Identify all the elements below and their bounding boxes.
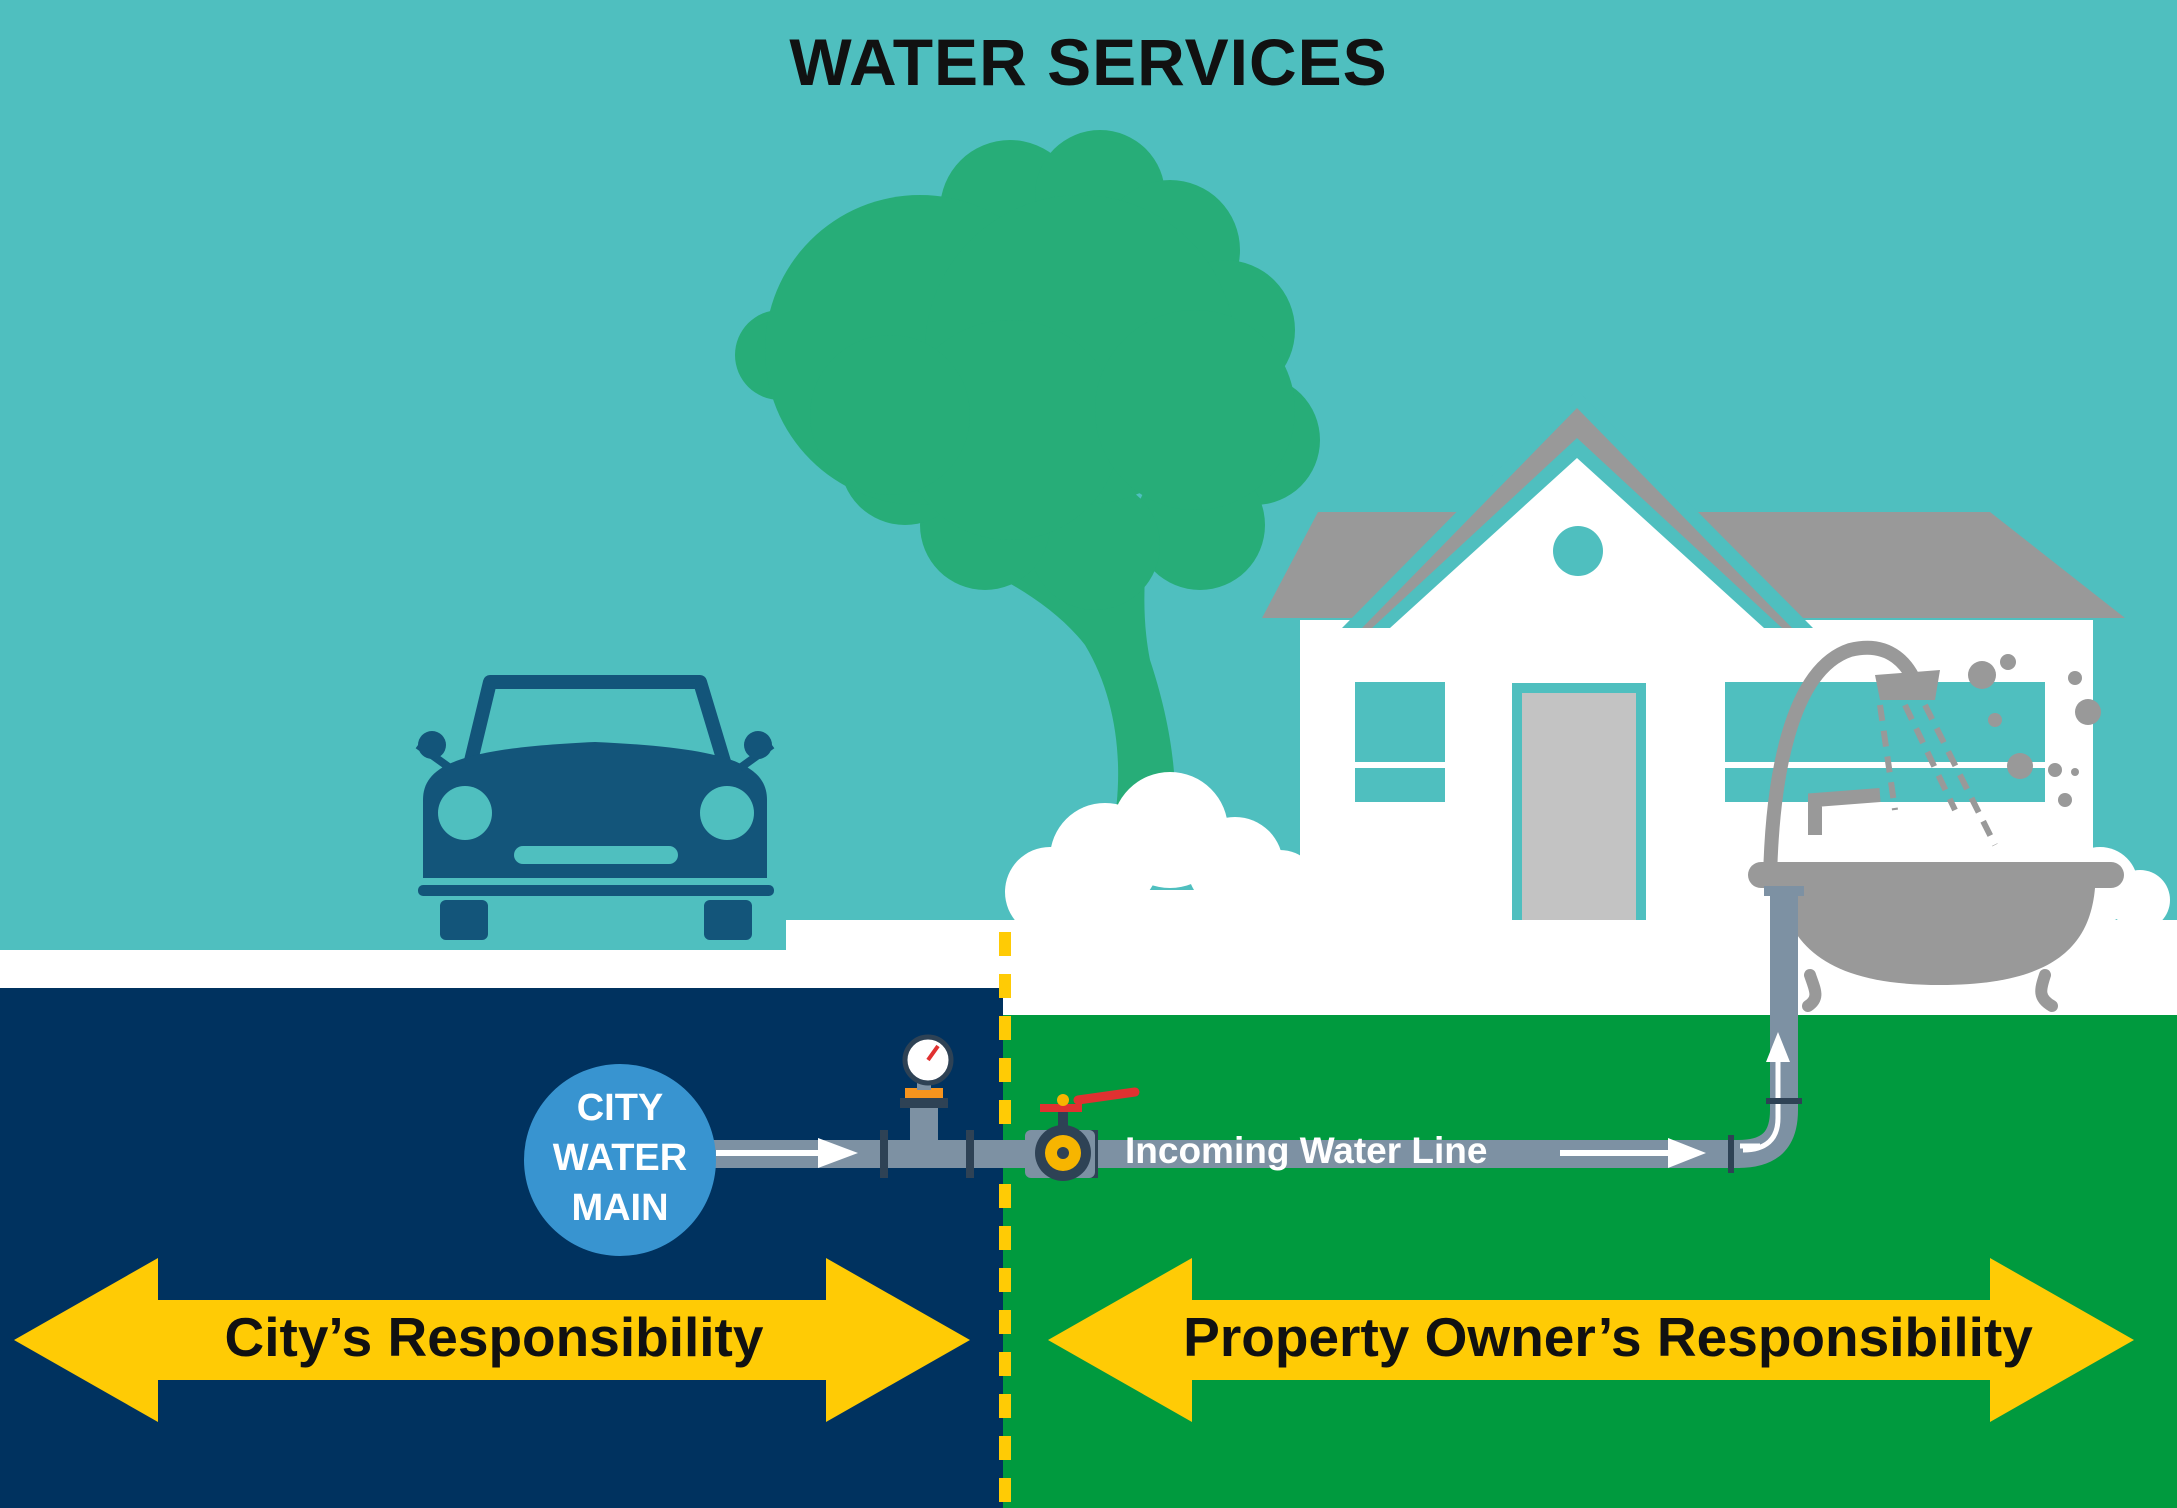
incoming-water-line-label: Incoming Water Line: [1125, 1130, 1488, 1171]
city-water-main-line-1: CITY: [576, 1087, 664, 1129]
bathtub-icon: [1748, 640, 2124, 1012]
property-ground: [1003, 1015, 2177, 1508]
car-icon: [415, 675, 775, 940]
owner-responsibility-arrow: [1048, 1258, 2134, 1422]
city-responsibility-arrow: [14, 1258, 970, 1422]
pavement: [0, 950, 786, 988]
pressure-gauge-icon: [900, 1034, 954, 1145]
city-water-main-circle: [524, 1064, 716, 1256]
city-water-main-line-3: MAIN: [571, 1187, 669, 1229]
city-ground: [0, 988, 1003, 1508]
house-icon: [1262, 390, 2125, 923]
tree-icon: [735, 130, 1320, 835]
city-responsibility-label: City’s Responsibility: [224, 1306, 764, 1368]
shutoff-valve-icon: [1025, 1087, 1140, 1181]
page-title: WATER SERVICES: [789, 25, 1388, 99]
city-water-main-line-2: WATER: [552, 1137, 688, 1179]
city-water-main-label: CITY WATER MAIN: [520, 1083, 720, 1233]
owner-responsibility-label: Property Owner’s Responsibility: [1183, 1306, 2033, 1368]
